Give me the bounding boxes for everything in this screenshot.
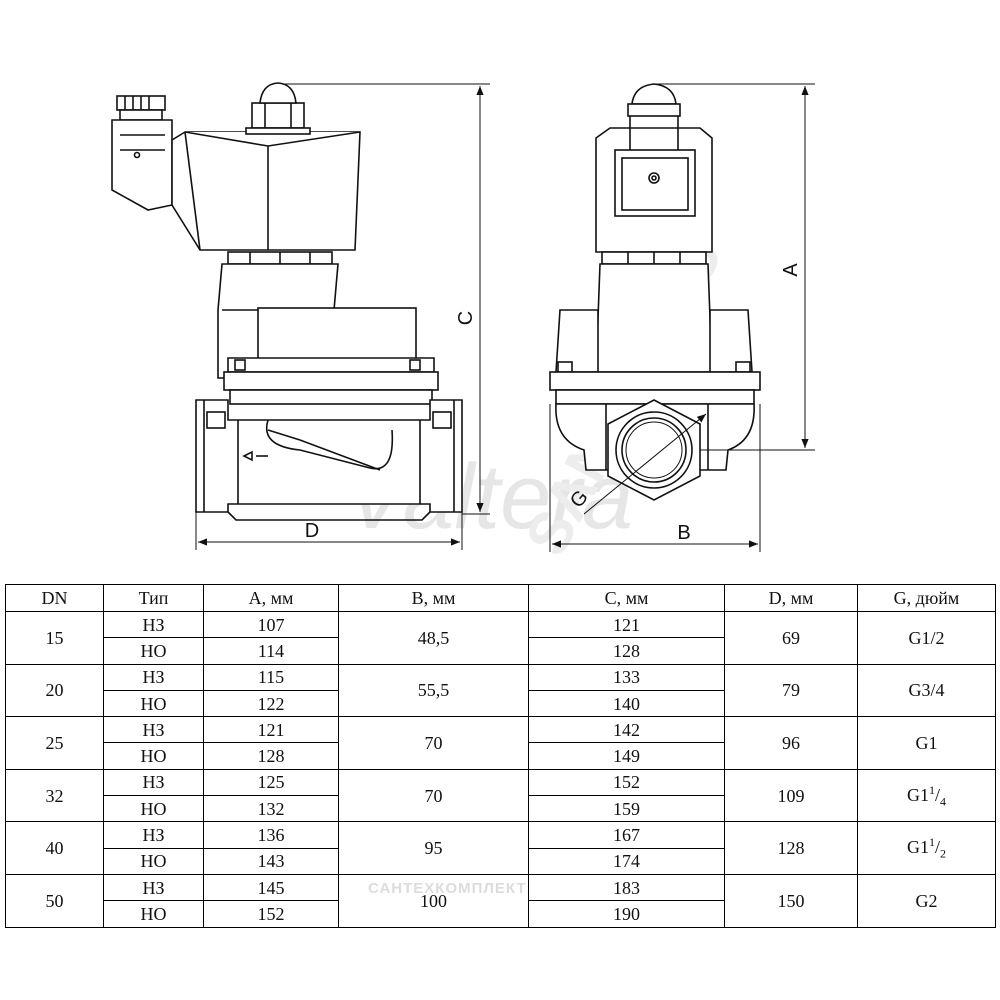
header-g: G, дюйм xyxy=(857,584,996,612)
cell-a: 114 xyxy=(203,637,339,665)
cell-d: 96 xyxy=(724,716,858,770)
cell-type: НО xyxy=(103,795,204,823)
cell-b: 70 xyxy=(338,768,529,823)
table-row: 15 НЗ 107 48,5 121 69 G1/2 xyxy=(5,610,996,665)
cell-type: НЗ xyxy=(103,821,204,849)
cell-g: G1 xyxy=(857,716,996,770)
table-row: 50 НЗ 145 100 183 150 G2 xyxy=(5,873,996,928)
cell-a: 115 xyxy=(203,663,339,691)
table-header-row: DN Тип A, мм B, мм C, мм D, мм G, дюйм xyxy=(5,584,996,612)
dimension-label-b: B xyxy=(677,522,690,544)
cell-dn: 20 xyxy=(5,663,104,718)
cell-a: 107 xyxy=(203,610,339,639)
cell-g: G2 xyxy=(857,873,996,928)
side-view xyxy=(111,82,463,521)
cell-c: 190 xyxy=(528,900,725,928)
cell-c: 174 xyxy=(528,847,725,875)
table-row: 40 НЗ 136 95 167 128 G11/2 xyxy=(5,821,996,875)
header-b: B, мм xyxy=(338,584,529,612)
cell-type: НЗ xyxy=(103,768,204,797)
cell-g: G3/4 xyxy=(857,663,996,718)
cell-a: 122 xyxy=(203,689,339,718)
cell-b: 95 xyxy=(338,821,529,875)
cell-c: 121 xyxy=(528,610,725,639)
cell-g: G11/2 xyxy=(857,821,996,875)
dimensions-table: DN Тип A, мм B, мм C, мм D, мм G, дюйм 1… xyxy=(5,584,996,928)
header-a: A, мм xyxy=(203,584,339,612)
cell-c: 159 xyxy=(528,795,725,823)
cell-dn: 25 xyxy=(5,716,104,770)
dimension-label-d: D xyxy=(305,520,319,542)
table-row: 25 НЗ 121 70 142 96 G1 xyxy=(5,716,996,770)
cell-c: 152 xyxy=(528,768,725,797)
cell-type: НЗ xyxy=(103,610,204,639)
cell-g: G11/4 xyxy=(857,768,996,823)
header-dn: DN xyxy=(5,584,104,612)
cell-d: 150 xyxy=(724,873,858,928)
cell-d: 128 xyxy=(724,821,858,875)
cell-b: 70 xyxy=(338,716,529,770)
front-view xyxy=(549,83,761,501)
cell-type: НО xyxy=(103,900,204,928)
cell-a: 152 xyxy=(203,900,339,928)
cell-c: 167 xyxy=(528,821,725,849)
cell-a: 132 xyxy=(203,795,339,823)
table-row: 32 НЗ 125 70 152 109 G11/4 xyxy=(5,768,996,823)
cell-c: 142 xyxy=(528,716,725,744)
cell-a: 121 xyxy=(203,716,339,744)
table-row: НО 152 190 xyxy=(6,900,996,928)
g-main: G1 xyxy=(906,837,929,858)
g-denominator: 2 xyxy=(940,846,946,861)
cell-type: НО xyxy=(103,637,204,665)
cell-type: НЗ xyxy=(103,716,204,744)
cell-a: 136 xyxy=(203,821,339,849)
cell-c: 149 xyxy=(528,742,725,770)
g-denominator: 4 xyxy=(940,794,946,809)
cell-b: 55,5 xyxy=(338,663,529,718)
cell-type: НЗ xyxy=(103,663,204,691)
cell-b: 100 xyxy=(338,873,529,928)
cell-d: 109 xyxy=(724,768,858,823)
cell-type: НО xyxy=(103,742,204,770)
cell-c: 128 xyxy=(528,637,725,665)
table-row: 20 НЗ 115 55,5 133 79 G3/4 xyxy=(5,663,996,718)
cell-g: G1/2 xyxy=(857,611,996,665)
header-type: Тип xyxy=(103,584,204,612)
cell-type: НО xyxy=(103,689,204,718)
cell-dn: 32 xyxy=(5,768,104,823)
table-row: НО 143 174 xyxy=(6,847,996,875)
cell-a: 143 xyxy=(203,847,339,875)
table-row: НО 132 159 xyxy=(6,795,996,823)
dimension-label-a: A xyxy=(780,263,802,277)
cell-c: 140 xyxy=(528,689,725,718)
g-main: G1 xyxy=(906,784,929,805)
cell-d: 79 xyxy=(724,663,858,718)
g-numerator: 1 xyxy=(928,835,935,850)
dimension-label-c: C xyxy=(455,311,477,325)
g-numerator: 1 xyxy=(928,782,935,797)
cell-dn: 40 xyxy=(5,821,104,875)
cell-a: 125 xyxy=(203,768,339,797)
table-row: НО 114 128 xyxy=(6,637,996,665)
cell-type: НЗ xyxy=(103,873,204,902)
cell-a: 128 xyxy=(203,742,339,770)
dimension-lines xyxy=(195,83,815,552)
cell-a: 145 xyxy=(203,873,339,902)
cell-b: 48,5 xyxy=(338,611,529,665)
header-c: C, мм xyxy=(528,584,725,612)
cell-dn: 15 xyxy=(5,611,104,665)
cell-c: 133 xyxy=(528,663,725,691)
cell-dn: 50 xyxy=(5,873,104,928)
header-d: D, мм xyxy=(724,584,858,612)
valve-technical-drawing: Valtera SANTEH.RU xyxy=(111,82,815,566)
cell-d: 69 xyxy=(724,611,858,665)
cell-c: 183 xyxy=(528,873,725,902)
table-row: НО 122 140 xyxy=(6,689,996,718)
cell-type: НО xyxy=(103,847,204,875)
